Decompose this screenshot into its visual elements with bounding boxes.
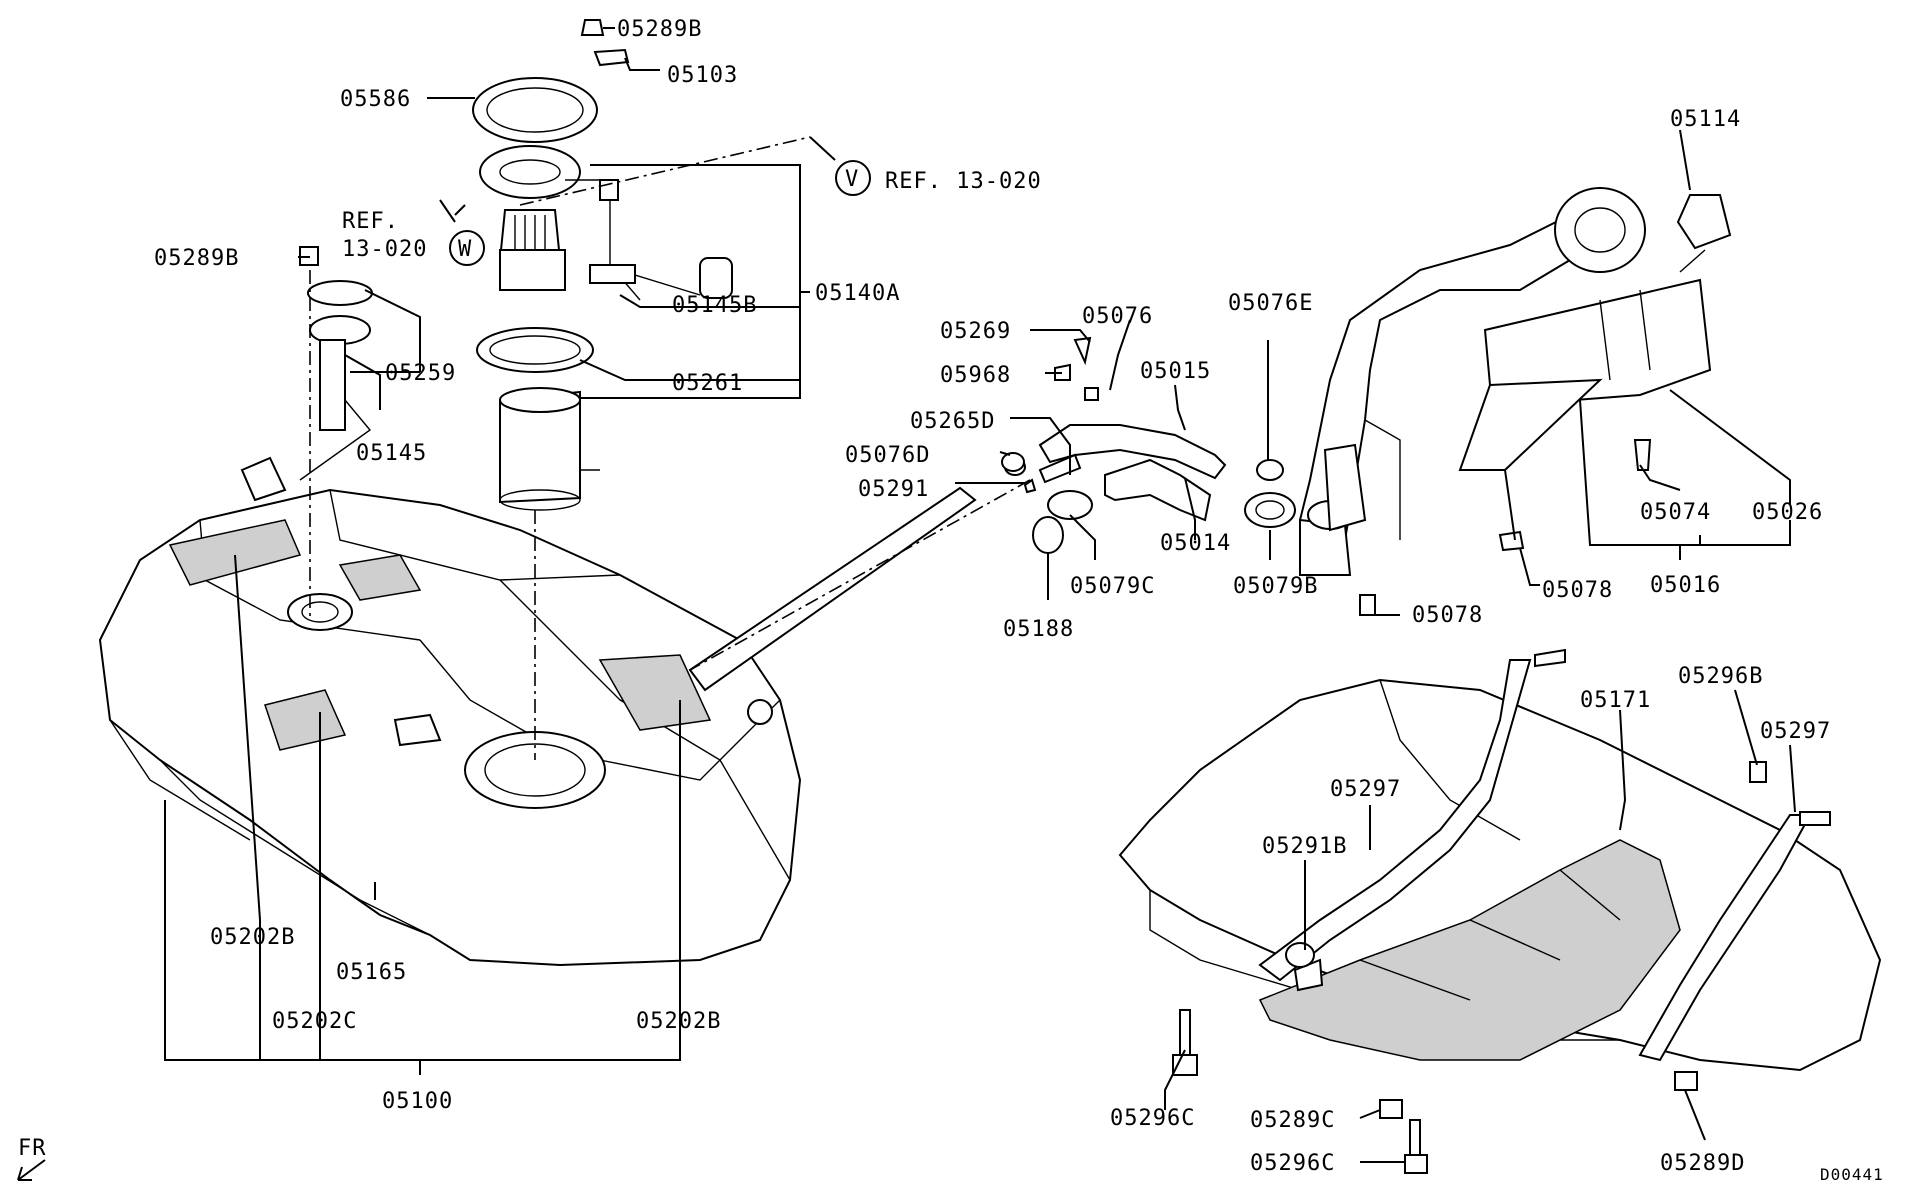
label-05114[interactable]: 05114	[1670, 107, 1741, 132]
label-05297-a[interactable]: 05297	[1760, 719, 1831, 744]
label-05014[interactable]: 05014	[1160, 531, 1231, 556]
ref-v-text[interactable]: REF. 13-020	[885, 169, 1042, 194]
label-05078-b[interactable]: 05078	[1412, 603, 1483, 628]
ref-w-text-line1[interactable]: REF.	[342, 209, 399, 234]
ref-circle-w	[449, 230, 485, 266]
ref-w-text-line2[interactable]: 13-020	[342, 237, 427, 262]
label-05202C[interactable]: 05202C	[272, 1009, 357, 1034]
label-05291B[interactable]: 05291B	[1262, 834, 1347, 859]
ref-circle-v	[835, 160, 871, 196]
label-05078-a[interactable]: 05078	[1542, 578, 1613, 603]
label-05297-b[interactable]: 05297	[1330, 777, 1401, 802]
part-labels: 05289B 05103 05586 05289B 05140A 05145B …	[17, 17, 1884, 1184]
front-marker-label: FR	[18, 1136, 47, 1161]
label-05165[interactable]: 05165	[336, 960, 407, 985]
label-05296C-a[interactable]: 05296C	[1110, 1106, 1195, 1131]
ref-v-letter: V	[845, 167, 859, 192]
label-05968[interactable]: 05968	[940, 363, 1011, 388]
label-05074[interactable]: 05074	[1640, 500, 1711, 525]
label-05100[interactable]: 05100	[382, 1089, 453, 1114]
label-05079B[interactable]: 05079B	[1233, 574, 1318, 599]
label-05289C[interactable]: 05289C	[1250, 1108, 1335, 1133]
leader-lines	[164, 27, 1796, 1163]
fuel-sender-unit[interactable]	[240, 246, 373, 502]
label-05586[interactable]: 05586	[340, 87, 411, 112]
label-05202B-a[interactable]: 05202B	[210, 925, 295, 950]
label-05289B-left[interactable]: 05289B	[154, 246, 239, 271]
label-05076D[interactable]: 05076D	[845, 443, 930, 468]
label-05171[interactable]: 05171	[1580, 688, 1651, 713]
label-05296C-b[interactable]: 05296C	[1250, 1151, 1335, 1176]
label-05026[interactable]: 05026	[1752, 500, 1823, 525]
label-05076E[interactable]: 05076E	[1228, 291, 1313, 316]
label-05140A[interactable]: 05140A	[815, 281, 900, 306]
label-05291[interactable]: 05291	[858, 477, 929, 502]
label-05145B[interactable]: 05145B	[672, 293, 757, 318]
label-05079C[interactable]: 05079C	[1070, 574, 1155, 599]
fuel-tank-main[interactable]	[98, 486, 977, 967]
label-05016[interactable]: 05016	[1650, 573, 1721, 598]
label-05259[interactable]: 05259	[385, 361, 456, 386]
label-05103[interactable]: 05103	[667, 63, 738, 88]
fuel-tank-protector-assembly[interactable]	[1118, 648, 1882, 1174]
label-05269[interactable]: 05269	[940, 319, 1011, 344]
label-05015[interactable]: 05015	[1140, 359, 1211, 384]
front-arrow-icon	[17, 1159, 46, 1181]
fuel-pump-assembly[interactable]	[472, 19, 733, 511]
label-05076[interactable]: 05076	[1082, 304, 1153, 329]
label-05265D[interactable]: 05265D	[910, 409, 995, 434]
label-05145[interactable]: 05145	[356, 441, 427, 466]
label-05202B-b[interactable]: 05202B	[636, 1009, 721, 1034]
label-05296B[interactable]: 05296B	[1678, 664, 1763, 689]
label-05289B-top[interactable]: 05289B	[617, 17, 702, 42]
label-05188[interactable]: 05188	[1003, 617, 1074, 642]
fuel-filler-neck[interactable]	[1299, 187, 1732, 616]
label-05289D[interactable]: 05289D	[1660, 1151, 1745, 1176]
ref-w-letter: W	[458, 237, 472, 262]
diagram-id: D00441	[1820, 1165, 1884, 1184]
label-05261[interactable]: 05261	[672, 371, 743, 396]
